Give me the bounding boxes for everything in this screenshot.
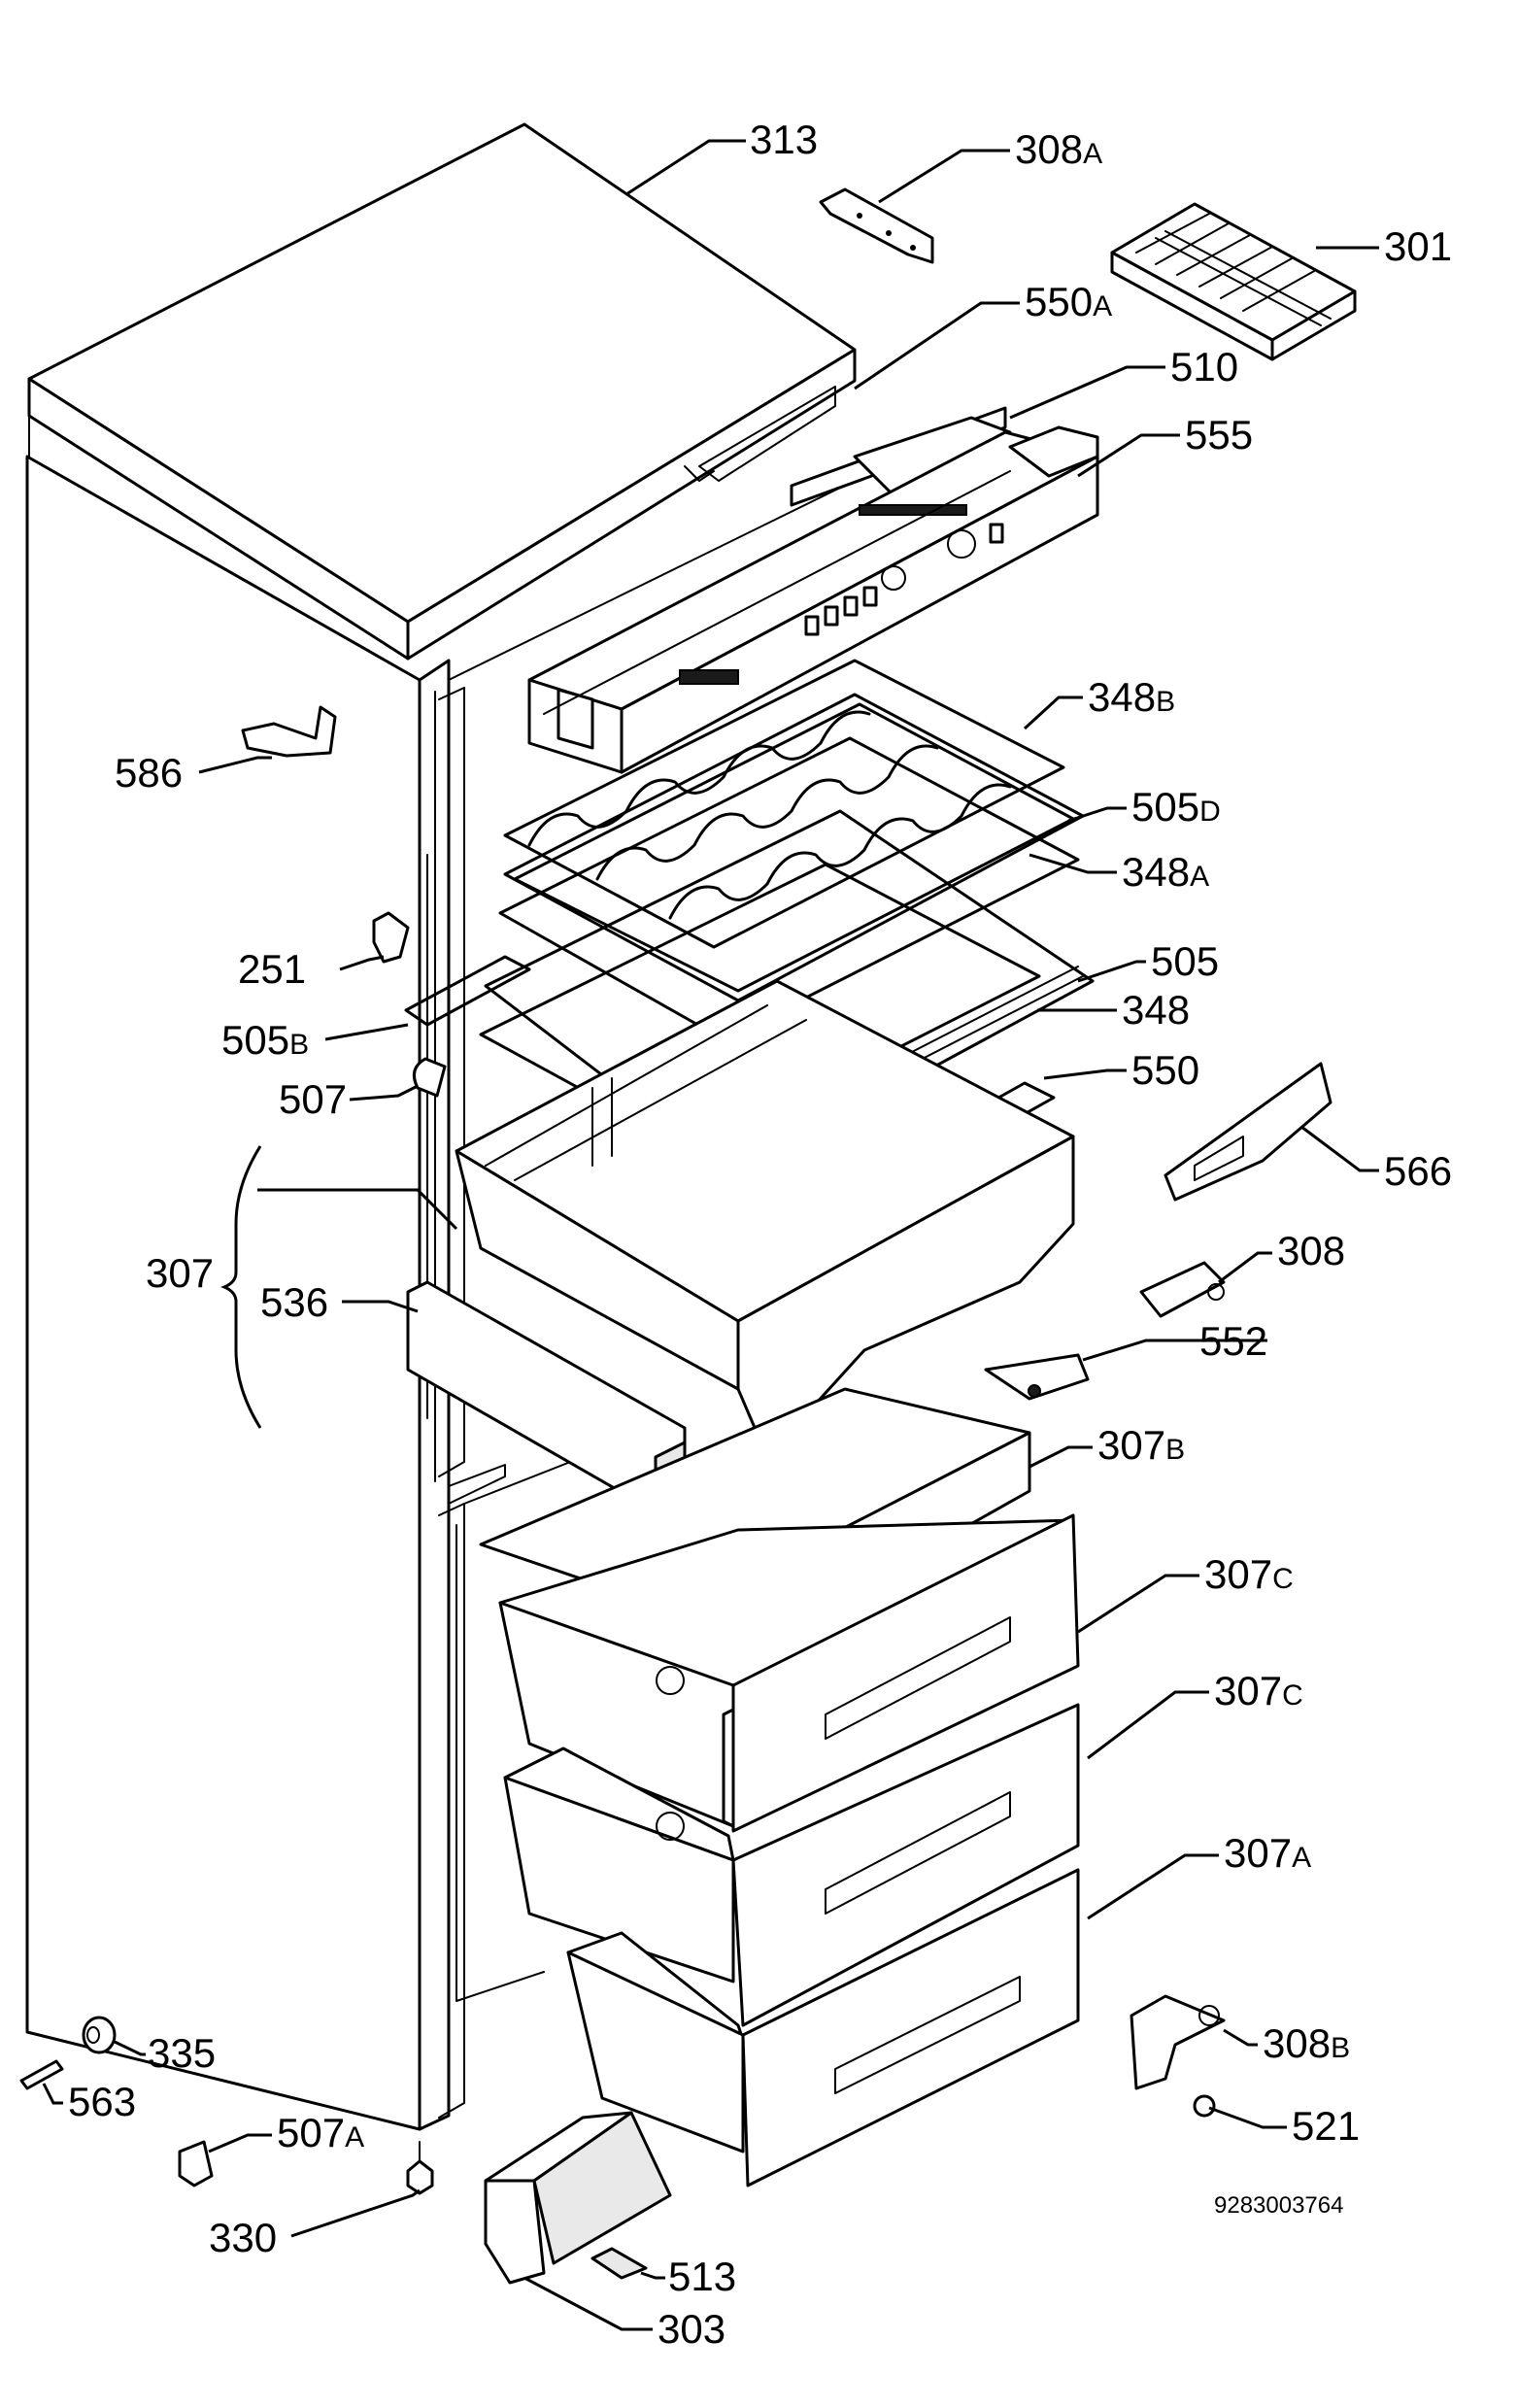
label-308b: 308B (1263, 2020, 1350, 2066)
latch-251 (372, 911, 410, 964)
control-panel-510 (527, 406, 1099, 774)
holder-507 (412, 1057, 447, 1098)
base-cover-303 (484, 2111, 672, 2285)
brace-307 (220, 1145, 262, 1429)
label-510: 510 (1170, 344, 1238, 390)
foot-330 (406, 2141, 434, 2195)
cabinet-body (25, 455, 885, 2131)
drawer-307c-lower (503, 1666, 1080, 2027)
bottle-rack-348b (503, 659, 1065, 949)
label-307b: 307B (1097, 1422, 1185, 1468)
label-505b: 505B (221, 1017, 309, 1063)
label-308a: 308A (1015, 126, 1102, 172)
hinge-bracket-308a (819, 187, 934, 264)
shelf-trim-348a (498, 736, 1080, 1041)
cap-335 (82, 2016, 117, 2054)
hinge-308b (1130, 1994, 1226, 2090)
crisper-bin-307 (455, 979, 1075, 1459)
label-348a: 348A (1122, 849, 1209, 895)
label-552: 552 (1199, 1318, 1267, 1364)
label-550: 550 (1131, 1047, 1199, 1093)
label-348: 348 (1122, 987, 1190, 1033)
label-521: 521 (1292, 2103, 1360, 2149)
label-586: 586 (115, 750, 183, 796)
rail-552 (984, 1353, 1090, 1401)
label-507a: 507A (277, 2110, 364, 2155)
screw-521 (1193, 2094, 1216, 2118)
drawer-307c-upper (498, 1513, 1080, 1833)
label-505: 505 (1151, 938, 1219, 984)
bracket-507a (178, 2140, 214, 2188)
label-348b: 348B (1088, 674, 1175, 720)
label-313: 313 (750, 117, 818, 162)
label-550a: 550A (1025, 279, 1112, 324)
label-555: 555 (1185, 412, 1253, 458)
pin-563 (19, 2059, 64, 2090)
clip-513 (590, 2247, 648, 2280)
label-335: 335 (148, 2030, 216, 2076)
reference-number: 9283003764 (1214, 2192, 1343, 2219)
label-307: 307 (146, 1250, 214, 1296)
label-513: 513 (668, 2254, 736, 2299)
leader-lines (42, 139, 1379, 2331)
label-307c-upper: 307C (1204, 1551, 1294, 1597)
ice-tray-301 (1110, 202, 1357, 361)
door-bin-566 (1164, 1062, 1332, 1202)
label-307a: 307A (1224, 1830, 1311, 1876)
label-505d: 505D (1131, 784, 1221, 830)
hinge-bracket-586 (241, 705, 337, 758)
label-563: 563 (68, 2079, 136, 2124)
shelf-support-505b (404, 955, 531, 1027)
label-536: 536 (260, 1279, 328, 1325)
drawer-307a (566, 1868, 1080, 2188)
label-330: 330 (209, 2215, 277, 2260)
label-308: 308 (1277, 1228, 1345, 1273)
label-307c-lower: 307C (1214, 1668, 1303, 1713)
label-301: 301 (1384, 223, 1452, 269)
label-303: 303 (658, 2306, 725, 2352)
label-507: 507 (279, 1076, 347, 1122)
hinge-308 (1139, 1261, 1226, 1318)
label-566: 566 (1384, 1148, 1452, 1194)
callout-labels: 313 308A 301 550A 510 555 348B 586 505D … (68, 117, 1452, 2352)
top-cover-313 (27, 122, 857, 661)
label-251: 251 (238, 946, 306, 992)
